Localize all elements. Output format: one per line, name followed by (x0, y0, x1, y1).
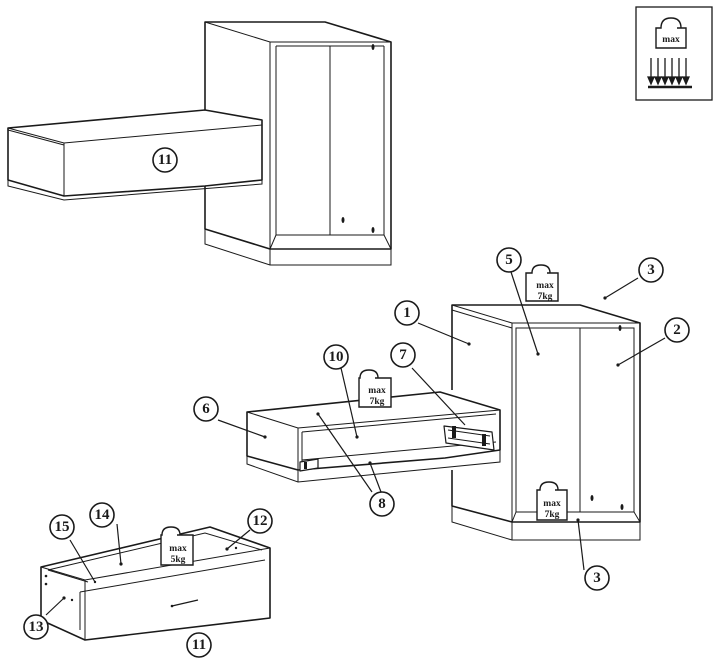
legend-weight-text: max (662, 35, 680, 45)
callout-3-top: 3 (638, 257, 664, 283)
callout-11-bottom: 11 (186, 632, 212, 658)
callout-14-label: 14 (95, 507, 111, 523)
callout-3-bottom: 3 (584, 565, 610, 591)
weight-drawer-box-line2: 7kg (370, 397, 385, 407)
callout-12: 12 (247, 508, 273, 534)
leader-lines (45, 271, 666, 616)
callout-11-top: 11 (152, 147, 178, 173)
callout-11-bottom-label: 11 (192, 637, 206, 653)
callout-13: 13 (23, 614, 49, 640)
assembled-shelf-unit (7, 21, 392, 266)
callout-15-label: 15 (55, 519, 70, 535)
callout-7: 7 (390, 342, 416, 368)
callout-3-top-label: 3 (647, 262, 655, 278)
callout-1: 1 (394, 300, 420, 326)
drawer-exploded (40, 526, 271, 641)
weight-icon-top: max 7kg (525, 264, 559, 302)
callout-5-label: 5 (505, 252, 513, 268)
callout-15: 15 (49, 514, 75, 540)
callout-8: 8 (369, 491, 395, 517)
weight-icon-bottom-shelf: max 7kg (536, 481, 568, 521)
callout-3-bottom-label: 3 (593, 570, 601, 586)
weight-bottom-line1: max (543, 499, 561, 509)
callout-8-label: 8 (378, 496, 386, 512)
weight-drawer-box-line1: max (368, 386, 386, 396)
callout-13-label: 13 (29, 619, 44, 635)
legend-weight-icon: max (655, 17, 687, 49)
weight-icon-drawer-box: max 7kg (358, 369, 392, 408)
callout-5: 5 (496, 247, 522, 273)
drawer-housing-exploded (246, 391, 501, 483)
callout-11-top-label: 11 (158, 152, 172, 168)
callout-6: 6 (193, 396, 219, 422)
callout-2-label: 2 (673, 322, 681, 338)
callout-1-label: 1 (403, 305, 411, 321)
callout-12-label: 12 (253, 513, 268, 529)
weight-icon-drawer: max 5kg (160, 526, 194, 566)
weight-drawer-line1: max (169, 544, 187, 554)
callout-14: 14 (89, 502, 115, 528)
weight-drawer-line2: 5kg (171, 555, 186, 565)
load-legend: max (635, 6, 713, 101)
callout-2: 2 (664, 317, 690, 343)
cabinet-exploded (450, 304, 641, 541)
weight-bottom-line2: 7kg (545, 510, 560, 520)
callout-6-label: 6 (202, 401, 210, 417)
drawer-runner-right (443, 425, 495, 451)
callout-10: 10 (323, 344, 349, 370)
legend-arrows (647, 58, 692, 89)
weight-top-line1: max (536, 281, 554, 291)
drawer-runner-left (299, 458, 319, 472)
callout-7-label: 7 (399, 347, 407, 363)
weight-top-line2: 7kg (538, 292, 553, 302)
callout-10-label: 10 (329, 349, 344, 365)
